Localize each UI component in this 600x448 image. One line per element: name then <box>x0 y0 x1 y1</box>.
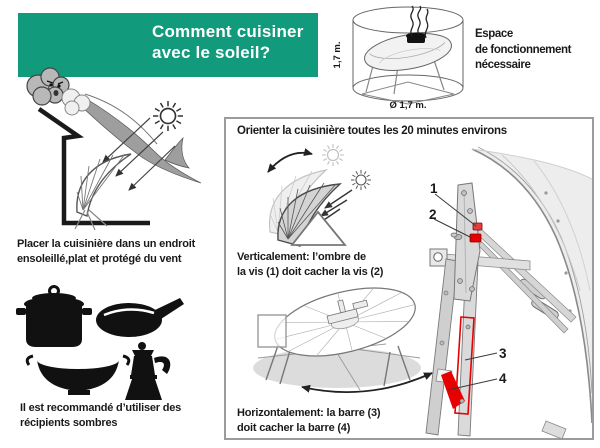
frying-pan-icon <box>96 298 184 337</box>
horizontal-caption-line2: doit cacher la barre (4) <box>237 421 351 434</box>
horizontal-orientation-illustration <box>253 287 433 394</box>
tilt-adjust-arrow <box>267 148 313 173</box>
angry-cloud-icon <box>26 67 91 116</box>
vertical-caption-line1: Verticalement: l’ombre de <box>237 251 366 263</box>
orientation-box-title: Orienter la cuisinière toutes les 20 min… <box>237 125 507 137</box>
dish-stand-triangle <box>290 210 347 246</box>
ground-frame <box>361 81 455 105</box>
smoke-icon <box>410 5 429 39</box>
space-caption-line1: Espace <box>475 28 513 40</box>
page-title: Comment cuisiner avec le soleil? <box>152 21 304 63</box>
space-caption: Espace de fonctionnement nécessaire <box>475 27 571 74</box>
sun-ray-arrows <box>102 117 176 191</box>
moka-pot-icon <box>125 342 171 400</box>
screw-2-highlight <box>469 233 482 243</box>
dark-cookware-illustration <box>16 285 184 400</box>
leg-bolts <box>439 290 449 346</box>
detail-label-2: 2 <box>429 207 437 222</box>
bar-3-screws <box>459 324 471 404</box>
page-title-line2: avec le soleil? <box>152 43 271 62</box>
dish-closeup <box>471 146 592 439</box>
screw-1-highlight <box>472 222 483 231</box>
placement-caption-line2: ensoleillé,plat et protégé du vent <box>17 252 182 265</box>
detail-label-4: 4 <box>499 371 507 386</box>
page-title-line1: Comment cuisiner <box>152 22 304 41</box>
mini-cooker-dish <box>364 32 452 95</box>
dish-tripod <box>74 209 108 231</box>
bar-4-highlight <box>441 371 465 409</box>
support-arm-2 <box>477 241 569 334</box>
blown-puff-icon <box>61 88 91 116</box>
horizontal-caption-line1: Horizontalement: la barre (3) <box>237 407 381 419</box>
leader-lines <box>433 193 498 391</box>
sun-current-icon <box>351 170 371 190</box>
operating-space-diagram: 1,7 m. Ø 1,7 m. <box>332 5 464 111</box>
space-caption-line3: nécessaire <box>475 59 531 71</box>
cookware-caption-line1: Il est recommandé d’utiliser des <box>20 402 182 414</box>
detail-label-3: 3 <box>499 346 507 361</box>
vertical-caption: Verticalement: l’ombre de la vis (1) doi… <box>237 250 383 279</box>
wind-protection-illustration <box>26 67 202 231</box>
house-outline <box>37 107 150 226</box>
sun-icon <box>153 101 183 131</box>
placement-caption-line1: Placer la cuisinière dans un endroit <box>17 238 196 250</box>
bracket-highlight-square <box>257 314 287 348</box>
mechanism-detail-illustration: 1 2 3 4 <box>425 146 592 439</box>
cookware-caption-line2: récipients sombres <box>20 416 118 429</box>
bar-3-highlight <box>454 316 475 415</box>
adjustment-bracket <box>450 182 483 302</box>
dish-face <box>274 287 416 357</box>
space-caption-line2: de fonctionnement <box>475 43 572 56</box>
diameter-dimension-label: Ø 1,7 m. <box>390 100 427 111</box>
horizontal-caption: Horizontalement: la barre (3) doit cache… <box>237 406 381 435</box>
stock-pot-icon <box>16 285 92 347</box>
sun-previous-icon <box>322 144 344 166</box>
rotate-adjust-arrow <box>301 372 433 394</box>
dish-current-position <box>277 182 343 247</box>
wok-icon <box>25 354 131 395</box>
cylinder-wireframe <box>352 6 464 102</box>
placement-caption: Placer la cuisinière dans un endroit ens… <box>17 237 195 266</box>
wind-gust-band <box>80 93 202 184</box>
title-banner: Comment cuisiner avec le soleil? <box>18 13 318 77</box>
left-leg <box>425 258 459 436</box>
vertical-caption-line2: la vis (1) doit cacher la vis (2) <box>237 265 384 278</box>
detail-label-1: 1 <box>430 181 438 196</box>
rim-clamp <box>541 420 567 439</box>
cookware-caption: Il est recommandé d’utiliser des récipie… <box>20 401 181 430</box>
pot-holder <box>326 299 369 325</box>
solar-dish-icon <box>74 153 132 231</box>
height-dimension-label: 1,7 m. <box>332 42 343 69</box>
vertical-orientation-illustration <box>267 142 415 247</box>
